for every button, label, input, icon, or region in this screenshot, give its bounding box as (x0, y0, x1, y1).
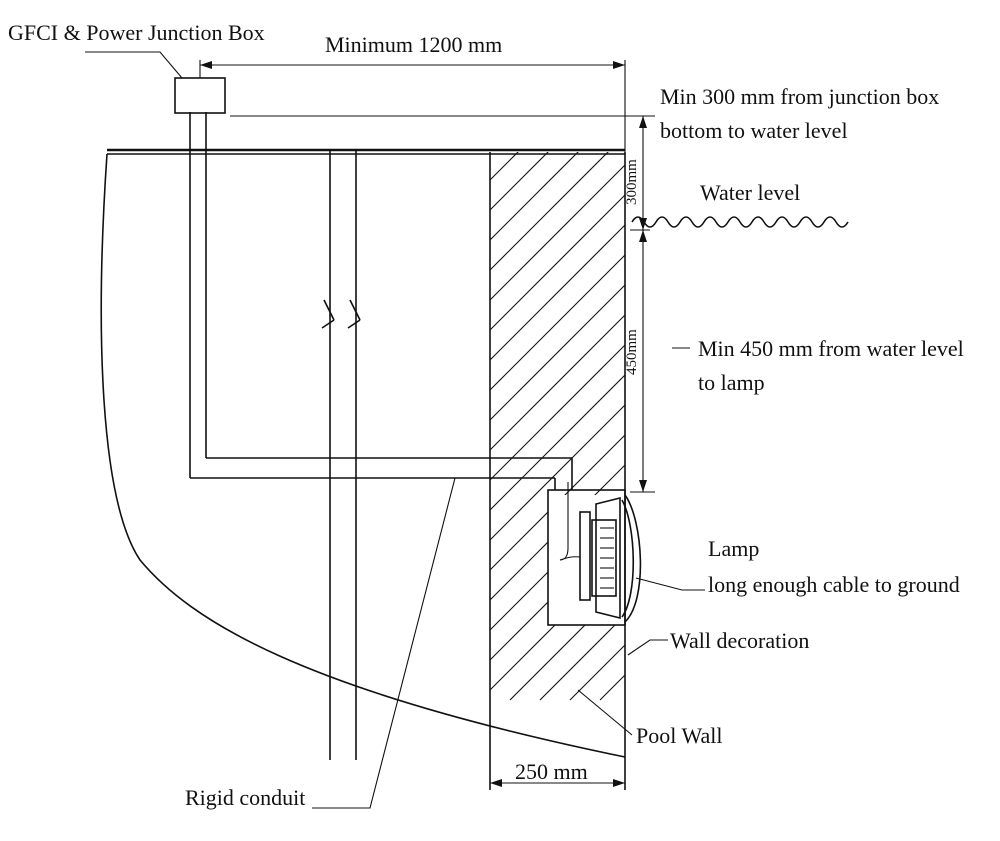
lamp-niche (547, 489, 626, 626)
hatch-line (490, 152, 625, 701)
min-300-label-line2: bottom to water level (660, 118, 848, 143)
hatch-line (490, 152, 611, 701)
rigid-conduit-pipe (321, 150, 361, 760)
cable-label: long enough cable to ground (708, 572, 960, 597)
leader-lines (312, 347, 705, 809)
lamp-label: Lamp (708, 536, 759, 561)
water-level-wave (631, 216, 849, 228)
dim-450-label: 450mm (624, 329, 640, 375)
hatch-line (490, 152, 581, 701)
dimension-1200 (199, 60, 626, 152)
water-level-label: Water level (700, 180, 800, 205)
min-450-label-line1: Min 450 mm from water level (698, 336, 964, 361)
hatch-line (490, 152, 625, 701)
hatch-line (490, 152, 625, 701)
dimension-450 (630, 230, 655, 493)
pool-basin (100, 148, 626, 758)
lamp-fixture (559, 482, 642, 623)
lamp-conduit (189, 112, 573, 490)
junction-box-label: GFCI & Power Junction Box (8, 20, 265, 45)
dimension-250 (490, 779, 625, 787)
dimension-300 (630, 116, 650, 231)
hatch-line (490, 152, 625, 701)
wall-decoration-label: Wall decoration (670, 628, 809, 653)
min-300-label-line1: Min 300 mm from junction box (660, 84, 939, 109)
min-1200-label: Minimum 1200 mm (325, 32, 502, 57)
hatch-line (490, 152, 551, 701)
pool-wall-label: Pool Wall (636, 723, 722, 748)
dim-300-label: 300mm (624, 159, 640, 205)
hatch-line (490, 152, 625, 701)
hatch-line (490, 152, 625, 701)
pool-wall (489, 152, 626, 790)
min-450-label-line2: to lamp (698, 370, 765, 395)
rigid-conduit-label: Rigid conduit (185, 785, 305, 810)
hatch-line (490, 152, 625, 701)
dim-250-label: 250 mm (515, 759, 588, 784)
hatch-line (490, 152, 625, 701)
junction-box (85, 51, 226, 114)
hatch-line (490, 152, 625, 701)
hatch-line (490, 152, 625, 701)
hatch-line (490, 152, 625, 701)
